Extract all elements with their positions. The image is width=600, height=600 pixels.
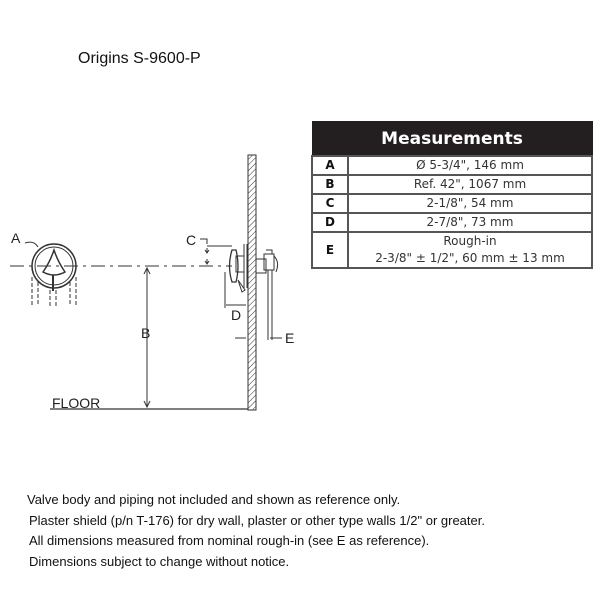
floor-label: FLOOR [52, 395, 100, 411]
note: Valve body and piping not included and s… [27, 492, 401, 507]
note: All dimensions measured from nominal rou… [29, 533, 430, 548]
label-c: C [186, 232, 196, 248]
valve-side-view [228, 244, 279, 340]
dimension-d [224, 272, 246, 308]
wall [247, 154, 257, 411]
note: Plaster shield (p/n T-176) for dry wall,… [29, 512, 485, 528]
table-header: Measurements [311, 121, 593, 157]
note: Dimensions subject to change without not… [29, 553, 290, 569]
label-b: B [141, 325, 150, 341]
notes: Valve body and piping not included and s… [27, 490, 485, 572]
dimension-b [143, 266, 151, 409]
label-a: A [11, 230, 21, 246]
trim-front-view [24, 241, 77, 306]
label-d: D [231, 307, 241, 323]
product-title: Origins S-9600-P [78, 50, 201, 67]
label-e: E [285, 330, 294, 346]
dimension-c [200, 238, 232, 265]
